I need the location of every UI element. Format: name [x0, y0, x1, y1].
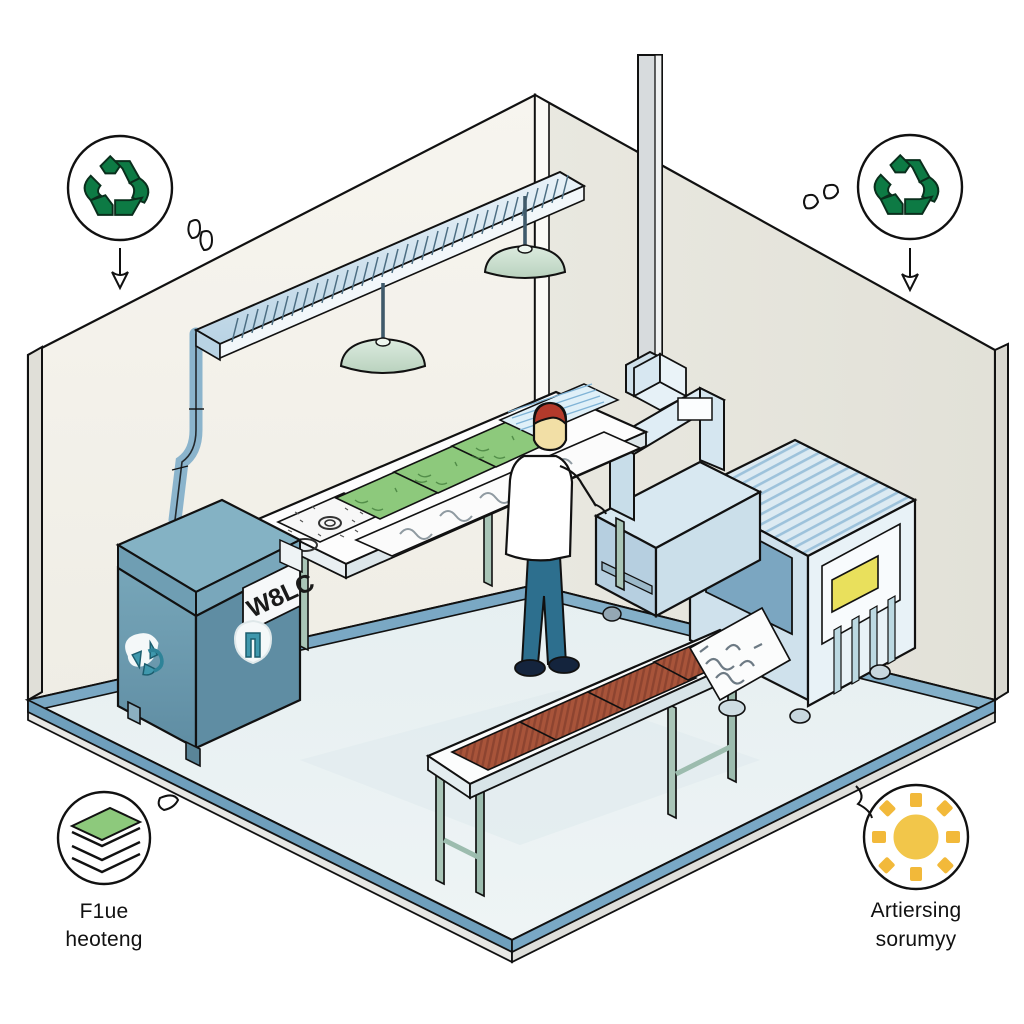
duct-column-highlight	[654, 54, 663, 373]
floating-debris	[157, 183, 840, 812]
press-belt-slot	[601, 560, 653, 596]
callout-top-right-recycle[interactable]	[856, 133, 964, 293]
operator-shoe-left	[514, 659, 546, 677]
cabinet-display[interactable]	[831, 554, 879, 614]
callout-circle	[66, 134, 174, 242]
pendant-lamp-right	[483, 196, 567, 279]
bin-label-plate	[242, 558, 301, 636]
callout-top-left-recycle[interactable]	[66, 134, 174, 291]
callout-squiggle-arrow	[855, 785, 873, 819]
callout-arrow-head	[901, 273, 919, 293]
pendant-lamp-left	[339, 283, 427, 374]
wall-left-edge	[27, 345, 43, 702]
scrap-top-left-a	[187, 219, 202, 240]
press-caster	[602, 606, 622, 622]
operator[interactable]	[504, 401, 607, 677]
callout-label-line1: Artiersing	[871, 899, 962, 922]
operator-lab-coat	[504, 454, 574, 562]
operator-hand	[593, 503, 607, 515]
cabinet-slot-4[interactable]	[887, 594, 896, 666]
bin-caster-front	[185, 740, 201, 768]
callout-label-line1: F1ue	[80, 900, 129, 923]
bin-paper-badge	[233, 619, 273, 665]
lower-printed-sheet[interactable]	[688, 606, 792, 702]
scrap-top-right-b	[823, 183, 840, 200]
duct-louvers	[231, 174, 569, 343]
drying-output-table[interactable]	[425, 606, 792, 898]
callout-bottom-right-sun[interactable]: Artiersing sorumyy	[855, 783, 970, 951]
cabinet-slot-3[interactable]	[869, 604, 878, 676]
lamp-left-shade	[339, 337, 427, 374]
duct-end-cap	[195, 328, 221, 362]
lower-table-leg-3	[667, 702, 677, 820]
cabinet-slot-1[interactable]	[833, 624, 842, 696]
recycling-waste-bin[interactable]: W8LC	[115, 498, 319, 768]
operator-hair	[532, 401, 568, 427]
center-press-machine[interactable]	[593, 352, 763, 622]
floor-trim-front-right	[511, 698, 996, 954]
lamp-right-socket	[517, 244, 533, 254]
scrap-top-left-b	[199, 230, 214, 252]
lamp-right-shade	[483, 244, 567, 279]
pulp-texture-marks	[354, 429, 541, 511]
paper-stack-icon	[69, 806, 143, 874]
wall-drop-pipe-outline	[174, 333, 197, 521]
operator-arm	[559, 464, 597, 507]
lower-table-brace-right	[674, 743, 734, 777]
upper-bench-leg-3	[615, 516, 625, 592]
scrap-top-right-a	[803, 193, 820, 210]
cabinet-caster-front	[789, 708, 811, 724]
press-gantry-stack-right	[659, 352, 687, 398]
pipe-joint-b	[171, 465, 189, 471]
sun-icon	[872, 793, 960, 881]
lower-sheet-print	[699, 643, 763, 685]
press-label-plate	[677, 397, 713, 421]
callout-label-line2: sorumyy	[876, 928, 957, 951]
callout-label-line2: heoteng	[65, 928, 142, 951]
bin-lid-tab[interactable]	[279, 538, 303, 574]
ceiling-systems	[168, 54, 679, 527]
lamp-left-socket	[375, 337, 391, 347]
callout-circle	[856, 133, 964, 241]
lower-table-leg-2	[475, 784, 485, 898]
lower-table-fixture	[718, 699, 746, 717]
cabinet-slot-2[interactable]	[851, 614, 860, 686]
recycle-icon	[873, 153, 940, 215]
operator-shoe-right	[548, 656, 580, 674]
bin-recycle-badge	[125, 633, 164, 676]
lower-tray-brown-3[interactable]	[586, 659, 698, 711]
lower-table-brace-front	[442, 837, 482, 861]
bin-caster-left	[127, 700, 141, 726]
louvered-ceiling-duct	[193, 170, 587, 362]
recycle-icon	[83, 154, 150, 216]
scrap-bottom-left	[157, 794, 180, 812]
callout-bottom-left-paper[interactable]: F1ue heoteng	[56, 790, 152, 951]
callout-arrow-head	[111, 271, 129, 291]
press-body-right	[654, 490, 762, 618]
cabinet-caster-right	[869, 664, 891, 680]
wall-back-edge	[994, 342, 1009, 702]
